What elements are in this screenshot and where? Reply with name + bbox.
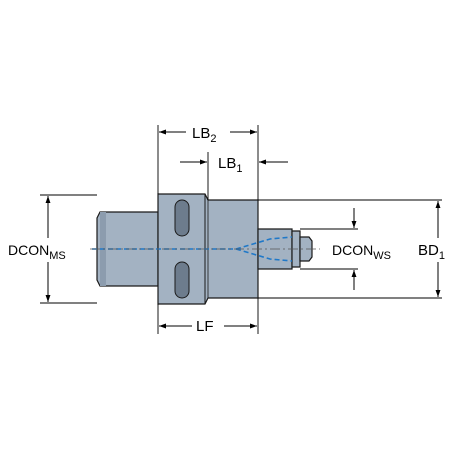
lb1-label: LB1 xyxy=(218,155,242,175)
lf-label: LF xyxy=(196,318,214,335)
dimension-dcon-ws: DCONWS xyxy=(300,208,391,290)
coolant-channel-lower xyxy=(235,248,293,262)
dimension-lf: LF xyxy=(157,298,259,335)
dimension-lb2: LB2 xyxy=(157,125,259,200)
dcon-ws-label: DCONWS xyxy=(332,242,391,262)
drive-slot-bottom xyxy=(174,261,190,299)
dimension-bd1: BD1 xyxy=(258,199,445,299)
drive-slot-top xyxy=(174,199,190,237)
coolant-channel-upper xyxy=(235,236,293,250)
tool-body xyxy=(90,193,320,305)
dimension-dcon-ms: DCONMS xyxy=(8,194,97,304)
dcon-ms-label: DCONMS xyxy=(8,242,66,262)
bd1-label: BD1 xyxy=(418,242,445,262)
dimension-lb1: LB1 xyxy=(180,152,288,200)
lb2-label: LB2 xyxy=(192,125,216,145)
